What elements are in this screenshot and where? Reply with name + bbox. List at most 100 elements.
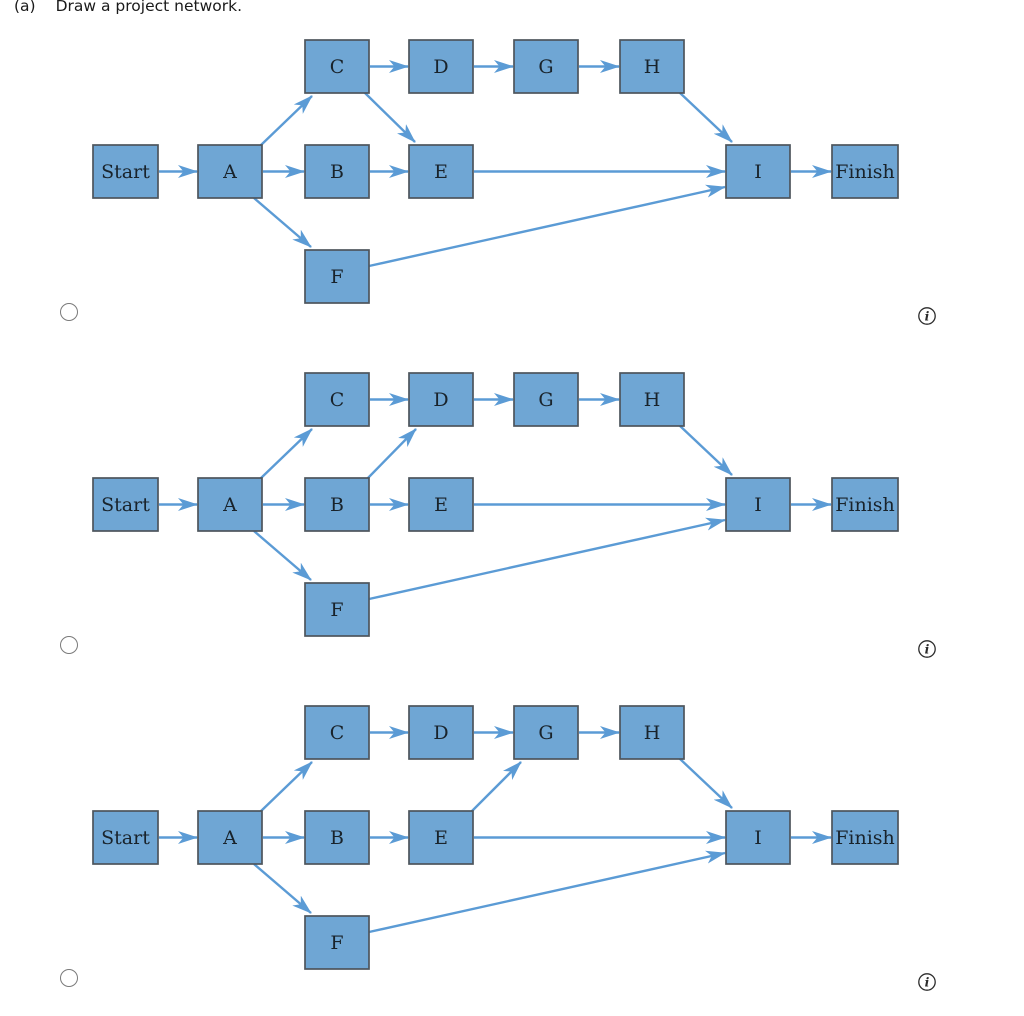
node-label-F: F [330, 266, 343, 288]
info-icon[interactable]: i [917, 306, 937, 326]
node-I [725, 810, 791, 865]
answer-option-2: Start A C B F D E G H I Finish i [0, 368, 1024, 658]
node-label-C: C [330, 56, 345, 78]
node-label-Finish: Finish [835, 161, 895, 183]
radio-button-option-1[interactable] [60, 303, 78, 321]
network-diagram-2: Start A C B F D E G H I Finish [92, 372, 899, 637]
node-H [619, 39, 685, 94]
edge-A-C [259, 761, 313, 813]
info-icon[interactable]: i [917, 639, 937, 659]
node-C [304, 372, 370, 427]
edge-H-I [678, 424, 733, 476]
edge-F-I [368, 850, 726, 934]
info-icon[interactable]: i [917, 972, 937, 992]
node-Start [92, 810, 159, 865]
node-D [408, 705, 474, 760]
info-icon-circle [918, 973, 936, 991]
edge-A-C [259, 428, 313, 480]
node-label-B: B [330, 494, 344, 516]
node-label-Start: Start [101, 827, 150, 849]
node-F [304, 582, 370, 637]
info-icon-circle [918, 640, 936, 658]
node-H [619, 372, 685, 427]
node-label-F: F [330, 599, 343, 621]
node-Finish [831, 477, 899, 532]
node-A [197, 810, 263, 865]
node-label-E: E [434, 827, 448, 849]
node-E [408, 810, 474, 865]
node-label-G: G [538, 389, 553, 411]
edge-F-I [368, 517, 726, 601]
node-label-H: H [644, 389, 661, 411]
node-G [513, 39, 579, 94]
radio-button-option-3[interactable] [60, 969, 78, 987]
node-label-Finish: Finish [835, 827, 895, 849]
node-Start [92, 477, 159, 532]
node-label-E: E [434, 161, 448, 183]
node-label-D: D [433, 389, 448, 411]
node-label-D: D [433, 722, 448, 744]
info-icon-glyph: i [925, 308, 930, 323]
node-label-B: B [330, 161, 344, 183]
node-label-D: D [433, 56, 448, 78]
node-C [304, 705, 370, 760]
node-B [304, 477, 370, 532]
node-I [725, 144, 791, 199]
node-label-Start: Start [101, 494, 150, 516]
node-D [408, 372, 474, 427]
edge-F-I [368, 184, 726, 268]
node-E [408, 477, 474, 532]
node-label-C: C [330, 389, 345, 411]
edge-A-F [253, 863, 312, 914]
question-text: Draw a project network. [55, 0, 243, 15]
node-Start [92, 144, 159, 199]
node-label-I: I [754, 161, 762, 183]
info-icon-glyph: i [925, 641, 930, 656]
network-diagram-1: Start A C B F D E G H I Finish [92, 39, 899, 304]
edge-A-F [253, 530, 312, 581]
node-label-Start: Start [101, 161, 150, 183]
edge-B-D [366, 428, 417, 480]
node-E [408, 144, 474, 199]
node-label-G: G [538, 56, 553, 78]
node-A [197, 477, 263, 532]
node-label-A: A [222, 494, 237, 516]
node-B [304, 144, 370, 199]
node-A [197, 144, 263, 199]
radio-button-option-2[interactable] [60, 636, 78, 654]
node-label-Finish: Finish [835, 494, 895, 516]
node-label-G: G [538, 722, 553, 744]
node-G [513, 705, 579, 760]
node-Finish [831, 810, 899, 865]
edge-E-G [470, 761, 522, 813]
node-label-I: I [754, 494, 762, 516]
node-label-C: C [330, 722, 345, 744]
node-label-A: A [222, 827, 237, 849]
question-title: (a) Draw a project network. [14, 0, 242, 15]
edge-A-C [259, 95, 313, 147]
node-H [619, 705, 685, 760]
question-part-label: (a) [14, 0, 36, 15]
edge-C-E [363, 91, 416, 143]
edge-H-I [678, 757, 733, 809]
node-F [304, 249, 370, 304]
edge-A-F [253, 197, 312, 248]
node-label-A: A [222, 161, 237, 183]
node-F [304, 915, 370, 970]
node-G [513, 372, 579, 427]
info-icon-circle [918, 307, 936, 325]
node-label-H: H [644, 722, 661, 744]
node-B [304, 810, 370, 865]
node-label-B: B [330, 827, 344, 849]
node-C [304, 39, 370, 94]
answer-option-1: Start A C B F D E G H I Finish i [0, 35, 1024, 325]
node-Finish [831, 144, 899, 199]
node-label-E: E [434, 494, 448, 516]
node-D [408, 39, 474, 94]
node-label-I: I [754, 827, 762, 849]
node-I [725, 477, 791, 532]
node-label-H: H [644, 56, 661, 78]
info-icon-glyph: i [925, 974, 930, 989]
